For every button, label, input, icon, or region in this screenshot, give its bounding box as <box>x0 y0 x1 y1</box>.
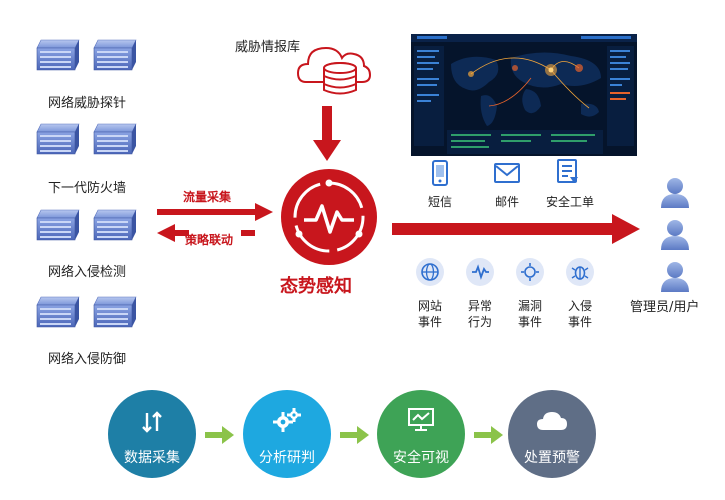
pipeline-label: 安全可视 <box>393 450 449 466</box>
event-label: 入侵 事件 <box>556 298 604 330</box>
pipeline-label: 分析研判 <box>259 450 315 466</box>
database-cloud-icon <box>296 46 372 95</box>
channel-label: 安全工单 <box>545 195 594 209</box>
server-icon <box>35 122 81 156</box>
flow-linkage-label: 策略联动 <box>185 233 234 247</box>
event-label-line1: 入侵 <box>567 299 592 313</box>
flow-arrows <box>157 203 273 242</box>
phone-icon <box>432 160 448 186</box>
pipeline-arrow <box>205 426 234 444</box>
output-arrow <box>392 214 640 244</box>
pipeline-arrow <box>340 426 369 444</box>
pulse-icon <box>466 258 494 286</box>
updown-arrows-icon <box>142 411 162 433</box>
mail-icon <box>494 163 520 183</box>
event-label-line1: 网站 <box>417 299 442 313</box>
device-label: 网络威胁探针 <box>48 96 127 111</box>
event-label-line2: 事件 <box>517 315 542 329</box>
event-label-line1: 异常 <box>467 299 492 313</box>
server-icon <box>35 38 81 72</box>
bug-icon <box>566 258 594 286</box>
threat-db-label: 威胁情报库 <box>235 40 301 55</box>
gears-icon <box>273 408 301 432</box>
event-label-line2: 行为 <box>467 315 492 329</box>
admin-label: 管理员/用户 <box>630 300 700 315</box>
pipeline-step-analyze: 分析研判 <box>243 390 331 478</box>
event-label: 异常 行为 <box>456 298 504 330</box>
users-icon <box>661 178 689 292</box>
server-icon <box>35 208 81 242</box>
pipeline-step-collect: 数据采集 <box>108 390 196 478</box>
event-label-line1: 漏洞 <box>517 299 542 313</box>
core-awareness-icon <box>281 169 377 265</box>
pipeline-label: 处置预警 <box>524 450 580 466</box>
flow-collect-label: 流量采集 <box>183 190 232 204</box>
down-arrow <box>313 106 341 161</box>
event-label: 漏洞 事件 <box>506 298 554 330</box>
server-icon <box>35 295 81 329</box>
vuln-icon <box>516 258 544 286</box>
channel-label: 短信 <box>427 195 452 209</box>
cloud-icon <box>537 412 567 430</box>
globe-icon <box>416 258 444 286</box>
ticket-icon <box>557 159 578 183</box>
event-label-line2: 事件 <box>417 315 442 329</box>
server-icon <box>92 38 138 72</box>
device-label: 网络入侵防御 <box>48 352 127 367</box>
pipeline-arrow <box>474 426 503 444</box>
event-label-line2: 事件 <box>567 315 592 329</box>
server-icon <box>92 295 138 329</box>
pipeline-step-alert: 处置预警 <box>508 390 596 478</box>
core-label: 态势感知 <box>280 276 352 297</box>
event-label: 网站 事件 <box>406 298 454 330</box>
dashboard-screen <box>411 34 637 156</box>
pipeline-label: 数据采集 <box>124 450 180 466</box>
server-icon <box>92 122 138 156</box>
server-icon <box>92 208 138 242</box>
channel-label: 邮件 <box>494 195 519 209</box>
pipeline-step-visual: 安全可视 <box>377 390 465 478</box>
device-label: 网络入侵检测 <box>48 265 127 280</box>
monitor-icon <box>408 408 434 431</box>
device-label: 下一代防火墙 <box>48 181 127 196</box>
